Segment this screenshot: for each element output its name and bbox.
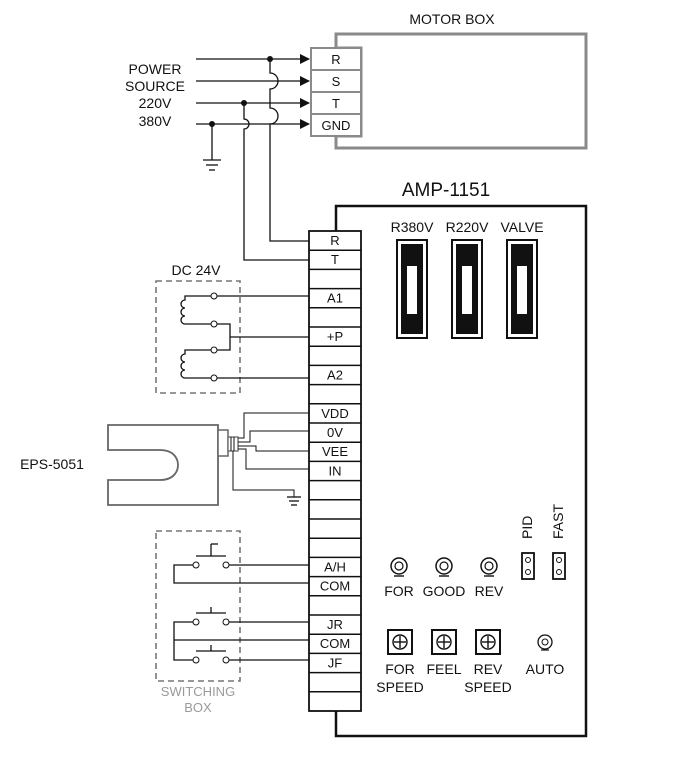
jumper-0[interactable] — [521, 552, 535, 580]
switch-label-2: VALVE — [500, 219, 543, 235]
switch-label-1: R220V — [446, 219, 489, 235]
amp-terminal-21: COM — [320, 636, 350, 651]
amp-terminal-10: 0V — [327, 425, 343, 440]
trimmer-1[interactable] — [431, 629, 457, 655]
motor-terminal-gnd: GND — [322, 118, 351, 133]
switching-box: SWITCHING BOX — [155, 530, 309, 715]
pot-2[interactable] — [480, 557, 498, 577]
trimmer-label-0-line1: FOR — [385, 661, 415, 677]
amp-terminal-20: JR — [327, 617, 343, 632]
pot-0[interactable] — [390, 557, 408, 577]
trimmer-label-2-line2: SPEED — [464, 679, 511, 695]
amp-terminal-18: COM — [320, 579, 350, 594]
pot-label-0: FOR — [384, 583, 414, 599]
switching-box-line1: SWITCHING — [161, 684, 235, 699]
trimmer-0[interactable] — [387, 629, 413, 655]
amp-title: AMP-1151 — [402, 180, 490, 201]
amp-jumpers: PID FAST — [519, 504, 566, 580]
motor-terminal-t: T — [332, 96, 340, 111]
amp-terminal-3: A1 — [327, 291, 343, 306]
trimmer-2[interactable] — [475, 629, 501, 655]
amp-terminal-22: JF — [328, 655, 343, 670]
trimmer-label-0-line2: SPEED — [376, 679, 423, 695]
pot-1[interactable] — [435, 557, 453, 577]
amp-terminal-7: A2 — [327, 367, 343, 382]
amp-terminal-0: R — [330, 233, 339, 248]
amp-terminal-11: VEE — [322, 444, 348, 459]
slide-switch-0[interactable] — [396, 239, 428, 339]
sensor-label: EPS-5051 — [20, 456, 84, 472]
pot-label-2: REV — [475, 583, 504, 599]
slide-switch-1[interactable] — [451, 239, 483, 339]
jumper-1[interactable] — [552, 552, 566, 580]
switching-box-line2: BOX — [184, 700, 212, 715]
dc-24v-box: DC 24V — [155, 262, 309, 394]
jumper-label-0: PID — [519, 516, 535, 539]
amp-terminal-12: IN — [329, 463, 342, 478]
motor-terminal-s: S — [332, 74, 341, 89]
auto-label: AUTO — [526, 661, 565, 677]
motor-box-title: MOTOR BOX — [409, 11, 495, 27]
motor-box: MOTOR BOX R S T GND — [310, 11, 588, 150]
dc-24v-label: DC 24V — [171, 262, 221, 278]
power-source-line3: 220V — [139, 95, 172, 111]
eps-5051-sensor: EPS-5051 — [20, 412, 309, 506]
switch-label-0: R380V — [391, 219, 434, 235]
motor-terminal-r: R — [331, 52, 340, 67]
amp-terminal-17: A/H — [324, 559, 346, 574]
trimmer-label-2-line1: REV — [474, 661, 503, 677]
amp-switches: R380V R220V VALVE — [391, 219, 544, 339]
amp-terminal-5: +P — [327, 329, 343, 344]
trimmer-label-1-line1: FEEL — [426, 661, 461, 677]
pot-label-1: GOOD — [423, 583, 466, 599]
amp-terminal-1: T — [331, 252, 339, 267]
auto-control: AUTO — [526, 634, 565, 677]
amp-terminal-9: VDD — [321, 406, 348, 421]
power-source-line2: SOURCE — [125, 78, 185, 94]
jumper-label-1: FAST — [550, 504, 566, 539]
power-source-line1: POWER — [129, 61, 182, 77]
power-source: POWER SOURCE 220V 380V — [125, 61, 185, 129]
slide-switch-2[interactable] — [506, 239, 538, 339]
power-source-line4: 380V — [139, 113, 172, 129]
amp-pots: FOR GOOD REV — [384, 557, 504, 599]
power-wires — [196, 54, 310, 261]
